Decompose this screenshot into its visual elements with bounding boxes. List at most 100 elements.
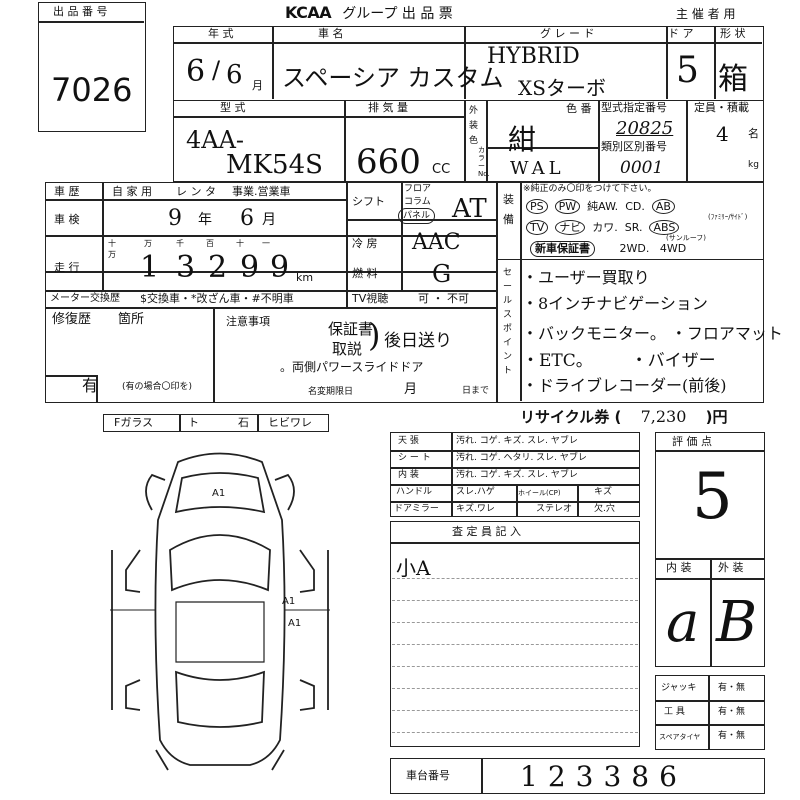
history-private: 自 家 用: [112, 185, 152, 198]
equipment-label: 装備: [503, 193, 514, 226]
color-value: 紺: [508, 123, 537, 156]
eq-ps: PS: [526, 199, 548, 214]
tools-box: [655, 675, 765, 750]
notes-line4: 。両側パワースライドドア: [280, 360, 424, 374]
class-number: 0001: [620, 158, 664, 178]
chassis-box: [390, 758, 765, 794]
mileage-label: 走 行: [54, 261, 80, 274]
inspection-year: 9: [168, 206, 182, 231]
selling-point-1: ・ユーザー買取り: [522, 268, 650, 287]
inspection-label: 車 検: [54, 213, 80, 226]
cond-stereo-label: ステレオ: [536, 504, 573, 514]
cond-seat-value: 汚れ. コゲ. ヘタリ. スレ. ヤブレ: [456, 453, 587, 463]
eq-warranty: 新車保証書: [530, 241, 595, 257]
inspection-month-unit: 月: [262, 212, 276, 228]
type-number: 20825: [616, 118, 674, 139]
inspector-value: 小A: [396, 556, 431, 580]
exterior-color-label: 外装色: [469, 106, 479, 146]
name-change-label: 名変期限日: [308, 387, 354, 397]
recycle-unit: )円: [705, 408, 728, 426]
car-diagram: [110, 452, 330, 771]
unit-100: 百: [206, 239, 214, 248]
glass-front: Fガラス: [114, 416, 154, 429]
shift-panel: パネル: [398, 208, 436, 224]
recycle: リサイクル券 ( 7,230 )円: [520, 406, 727, 427]
cond-handle-value: スレ.ハゲ: [456, 487, 495, 497]
chassis-value: 123386: [520, 760, 687, 793]
recycle-value: 7,230: [640, 407, 687, 426]
eq-pw: PW: [554, 199, 581, 214]
lot-number-label: 出 品 番 号: [53, 5, 108, 18]
shape-label: 形 状: [720, 27, 746, 40]
paint-code-label: カラーNo.: [478, 146, 490, 178]
cond-interior-value: 汚れ. コゲ. キズ. スレ. ヤブレ: [456, 470, 578, 480]
equipment-row1: PS PW 純AW. CD. AB: [526, 198, 675, 214]
tool-spare-label: スペアタイヤ: [659, 733, 701, 741]
notes-line1: 保証書: [328, 320, 374, 338]
tool-jack-label: ジャッキ: [661, 683, 697, 693]
equipment-row3: 新車保証書 2WD. 4WD: [530, 241, 686, 257]
repair-label: 修復歴: [52, 312, 92, 327]
eq-sr-note: (サンルーフ): [666, 234, 707, 242]
repair-value: 有: [82, 376, 99, 395]
kg-unit: kg: [748, 160, 759, 170]
meter-options: $交換車・*改ざん車・#不明車: [140, 292, 294, 305]
repair-label-2: 箇所: [118, 312, 145, 327]
eq-aw: 純AW.: [587, 200, 619, 213]
door-value: 5: [676, 50, 699, 91]
notes-line2: 取説: [332, 340, 363, 358]
cond-mirror-label: ドアミラー: [394, 504, 439, 514]
score-interior-label: 内 装: [666, 561, 692, 574]
kcaa-logo: KCAA: [285, 3, 332, 22]
name-change-day: 日まで: [462, 386, 490, 396]
mileage-digit-2: 3: [176, 250, 196, 285]
color-code: WAL: [510, 158, 565, 179]
type-number-label: 型式指定番号: [601, 101, 667, 114]
tv-value: 可 ・ 不可: [418, 292, 469, 305]
form-title: グループ 出 品 票: [342, 6, 453, 22]
glass-stone: 石: [238, 416, 249, 429]
shift-value: AT: [452, 194, 487, 224]
score-label: 評 価 点: [672, 435, 712, 448]
history-business: 事業.営業車: [232, 185, 291, 198]
inspection-year-unit: 年: [198, 212, 212, 228]
tv-label: TV視聴: [352, 292, 389, 305]
displacement-value: 660: [356, 142, 421, 182]
selling-points-block: [497, 259, 764, 403]
selling-point-2: ・8インチナビゲーション: [522, 294, 708, 313]
class-number-label: 類別区別番号: [601, 140, 667, 153]
mileage-unit: km: [296, 271, 314, 284]
grade-line2: XSターボ: [518, 76, 606, 100]
mileage-digit-4: 9: [240, 250, 260, 285]
cond-wheel-value: キズ: [594, 487, 613, 497]
condition-table: [390, 432, 640, 517]
row2: [173, 100, 764, 182]
color-label: 色 番: [566, 102, 592, 115]
month-unit: 月: [252, 79, 263, 92]
diagram-mark-2: A1: [282, 596, 296, 607]
cc-unit: CC: [432, 162, 451, 177]
year-value: 6: [186, 54, 206, 89]
equipment-row2: TV ナビ カワ. SR. ABS: [526, 219, 680, 235]
selling-point-3: ・バックモニター。 ・フロアマット: [522, 324, 783, 343]
capacity-value: 4: [716, 122, 729, 146]
year-slash: /: [212, 56, 221, 84]
eq-abs: ABS: [649, 220, 680, 235]
chassis-label: 車台番号: [406, 769, 450, 782]
capacity-unit: 名: [748, 127, 759, 140]
history-label: 車 歴: [54, 185, 80, 198]
ac-label: 冷 房: [352, 237, 378, 250]
model-line1: 4AA-: [186, 126, 245, 154]
notes-bracket: ): [368, 316, 381, 354]
grade-line1: HYBRID: [487, 44, 580, 69]
ac-value: AAC: [412, 230, 461, 255]
score-exterior-label: 外 装: [718, 561, 744, 574]
unit-1k: 千: [176, 239, 184, 248]
selling-point-4: ・ETC。 ・バイザー: [522, 351, 716, 371]
eq-cd: CD.: [625, 200, 645, 213]
cond-handle-label: ハンドル: [396, 487, 433, 497]
cond-seat-label: シ ー ト: [398, 453, 431, 463]
inspector-box: [390, 521, 640, 747]
shift-floor: フロア: [404, 184, 432, 194]
eq-leather: カワ.: [592, 221, 618, 234]
